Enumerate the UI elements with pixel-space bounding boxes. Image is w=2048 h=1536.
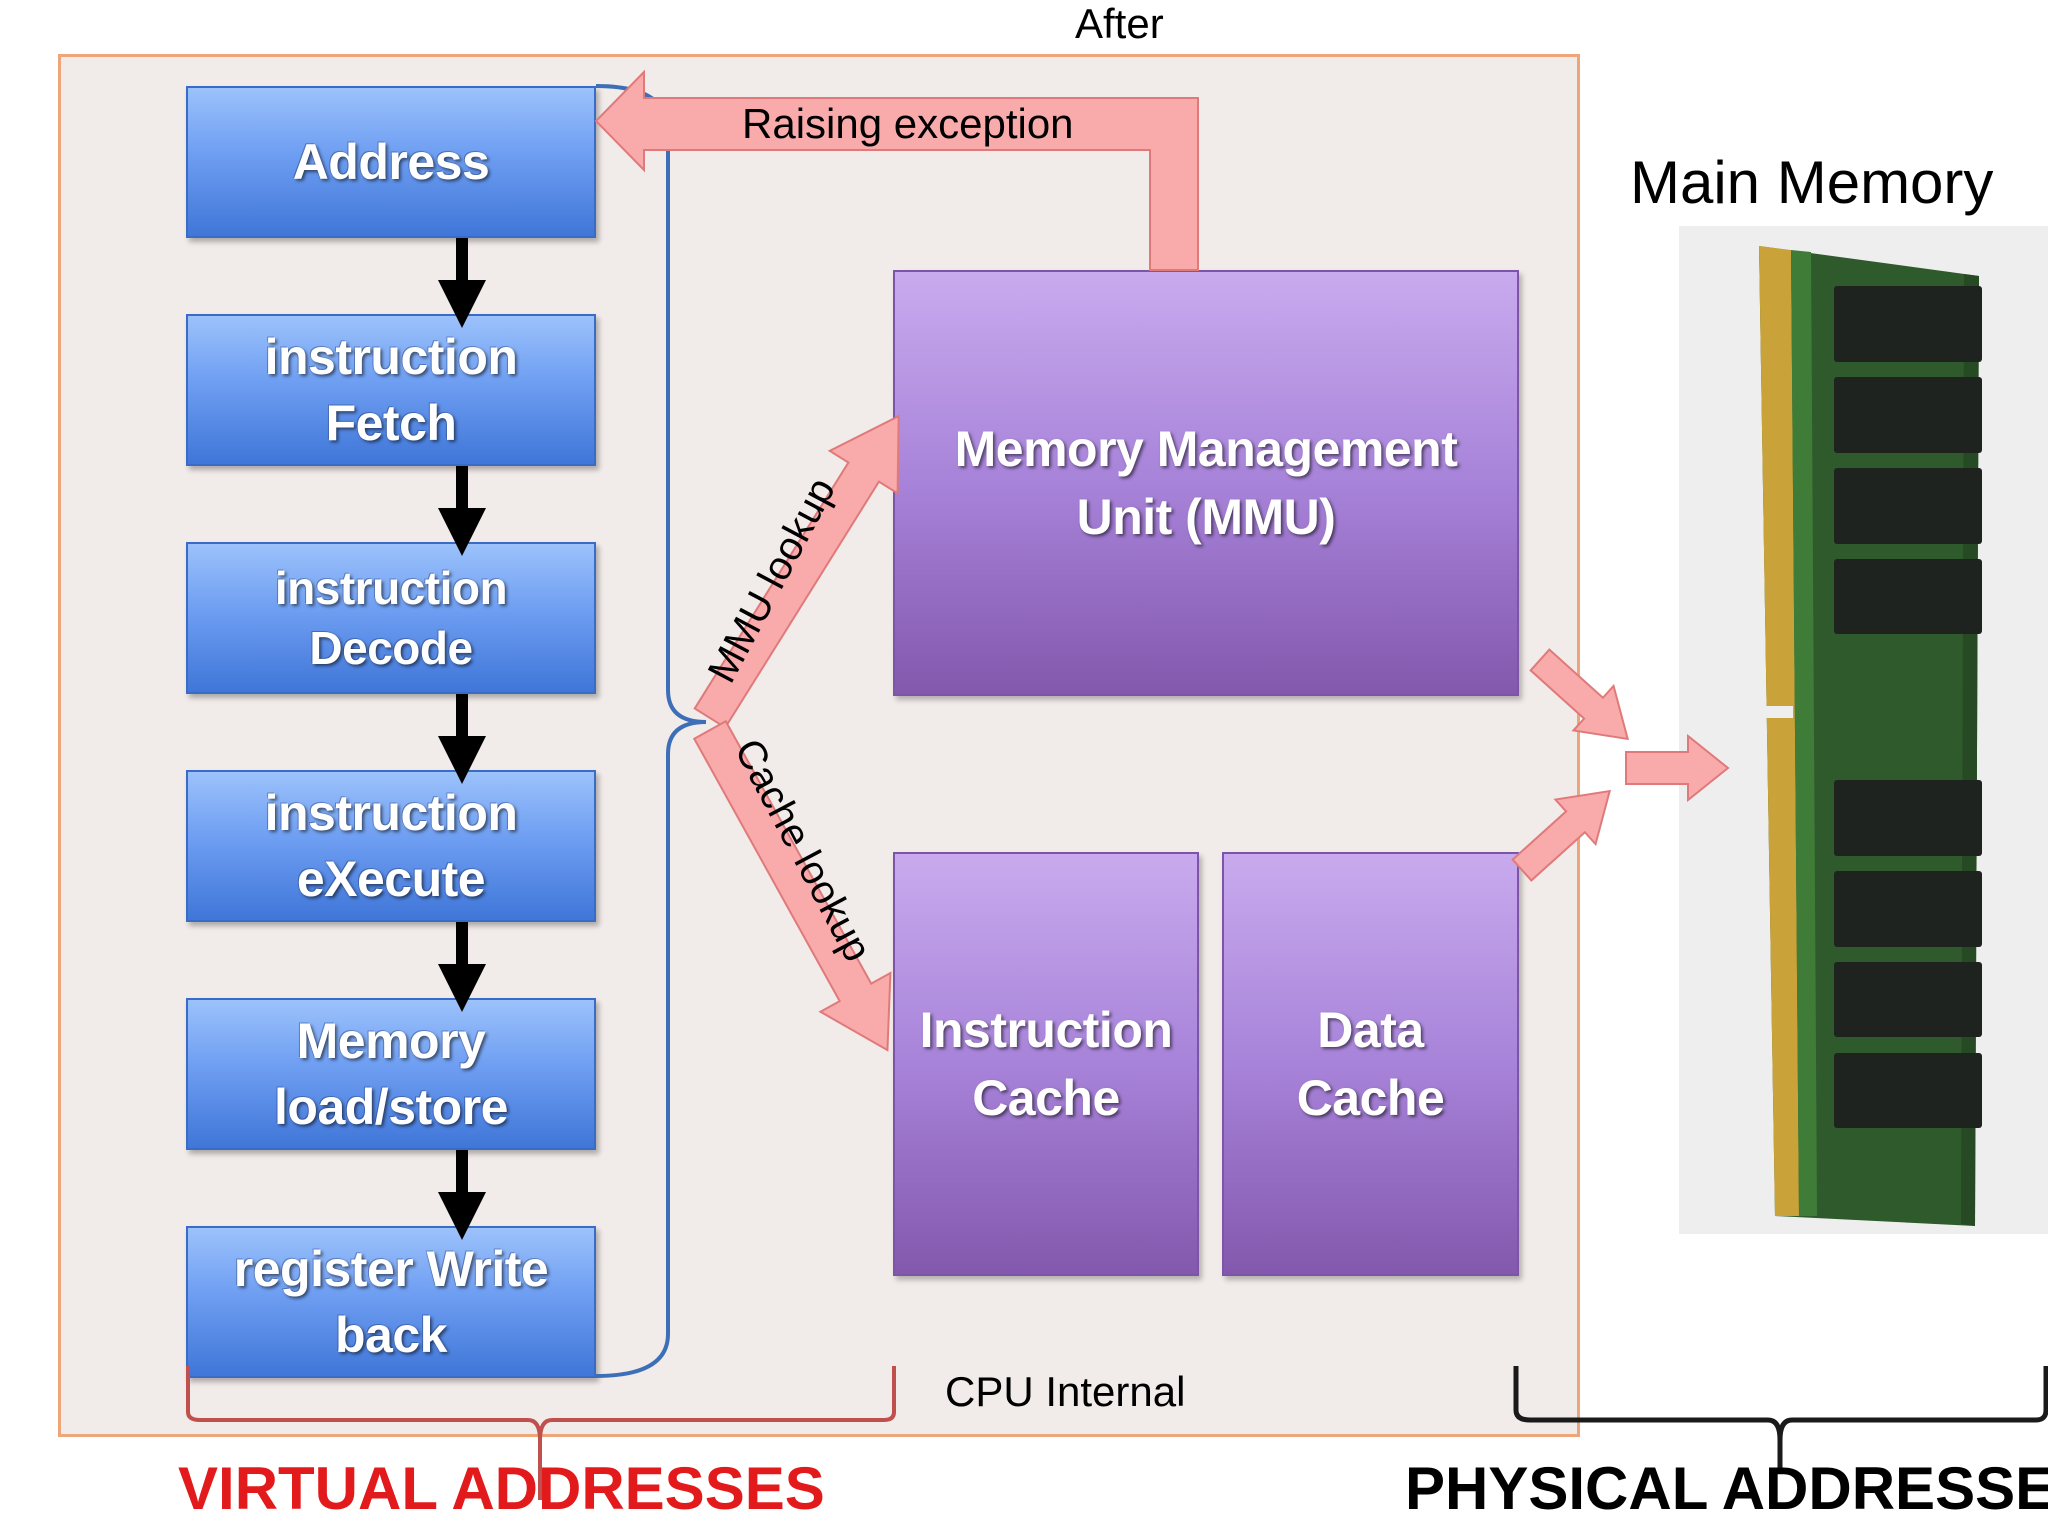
stage-instruction-fetch: instruction Fetch: [186, 314, 596, 466]
main-memory-label: Main Memory: [1630, 149, 1994, 216]
instruction-cache-box: Instruction Cache: [893, 852, 1199, 1276]
virtual-addresses-label: VIRTUAL ADDRESSES: [178, 1455, 825, 1522]
stage-memory-load-store: Memory load/store: [186, 998, 596, 1150]
stage-register-write-back: register Write back: [186, 1226, 596, 1378]
cpu-internal-label: CPU Internal: [945, 1368, 1186, 1415]
physical-bracket: [1513, 1366, 2048, 1470]
ram-module-image: [1679, 226, 2048, 1234]
stage-instruction-execute: instruction eXecute: [186, 770, 596, 922]
pipeline-brace: [595, 84, 707, 1378]
mmu-lookup-arrow: [693, 414, 900, 729]
physical-addresses-label: PHYSICAL ADDRESSES: [1405, 1455, 2048, 1522]
exception-arrow: [594, 69, 1199, 271]
virtual-bracket: [186, 1366, 896, 1500]
after-label: After: [1075, 0, 1164, 47]
stage-instruction-decode: instruction Decode: [186, 542, 596, 694]
memory-arrows: [1511, 648, 1730, 882]
stage-address: Address: [186, 86, 596, 238]
exception-label: Raising exception: [742, 100, 1074, 147]
data-cache-box: Data Cache: [1222, 852, 1519, 1276]
cache-lookup-arrow: [692, 719, 892, 1052]
mmu-box: Memory Management Unit (MMU): [893, 270, 1519, 696]
